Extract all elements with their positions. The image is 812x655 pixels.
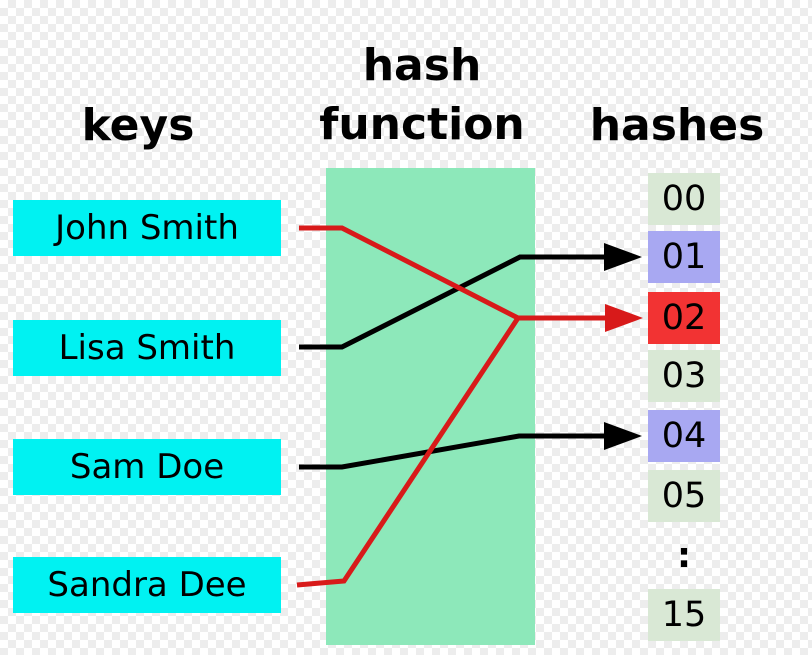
- hashes-heading: hashes: [589, 100, 765, 151]
- hash-cell-04: 04: [648, 410, 720, 462]
- key-box-lisa-smith: Lisa Smith: [13, 320, 281, 376]
- hash-label-15: 15: [661, 595, 707, 635]
- key-label-sandra-dee: Sandra Dee: [47, 565, 247, 605]
- hash-function-heading: hash function: [319, 40, 525, 150]
- hash-label-04: 04: [661, 416, 707, 456]
- hash-label-00: 00: [661, 179, 707, 219]
- hash-cell-05: 05: [648, 470, 720, 522]
- hash-label-01: 01: [661, 237, 707, 277]
- hash-label-05: 05: [661, 476, 707, 516]
- key-box-john-smith: John Smith: [13, 200, 281, 256]
- hash-function-box: [326, 168, 535, 645]
- arrowhead-to-01: [604, 243, 642, 271]
- arrowhead-to-02: [605, 304, 643, 332]
- hash-label-03: 03: [661, 356, 707, 396]
- hash-cell-03: 03: [648, 350, 720, 402]
- key-box-sam-doe: Sam Doe: [13, 439, 281, 495]
- arrowhead-to-04: [604, 422, 642, 450]
- hash-cell-ellipsis: :: [648, 530, 720, 582]
- key-label-john-smith: John Smith: [55, 208, 239, 248]
- keys-heading: keys: [81, 100, 195, 151]
- hash-cell-01: 01: [648, 231, 720, 283]
- key-box-sandra-dee: Sandra Dee: [13, 557, 281, 613]
- hash-cell-02-collision: 02: [648, 292, 720, 344]
- hash-label-02: 02: [661, 298, 707, 338]
- hash-cell-00: 00: [648, 173, 720, 225]
- key-label-sam-doe: Sam Doe: [69, 447, 225, 487]
- hash-cell-15: 15: [648, 589, 720, 641]
- ellipsis-label: :: [677, 536, 691, 576]
- key-label-lisa-smith: Lisa Smith: [58, 328, 236, 368]
